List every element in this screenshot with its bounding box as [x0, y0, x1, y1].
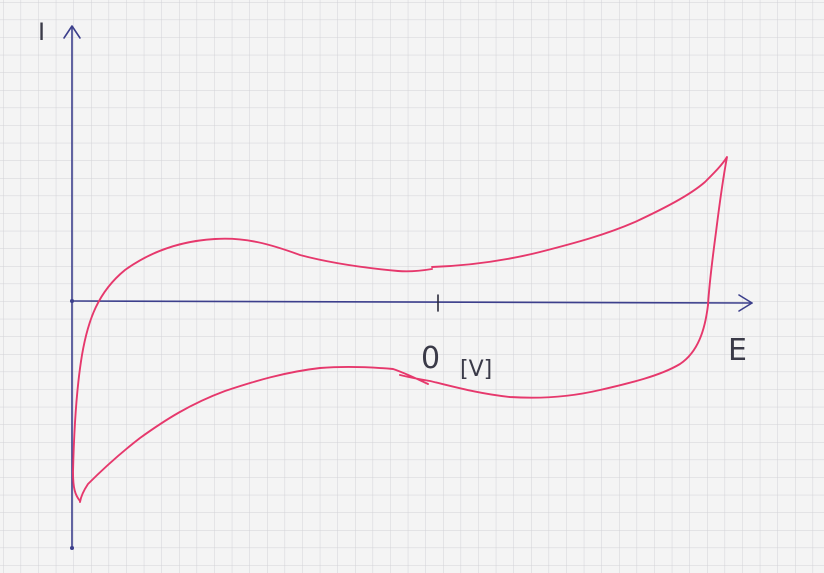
cathodic-sweep-curve	[79, 304, 709, 503]
potential-axis-line	[71, 300, 753, 304]
current-axis-end-dot	[70, 546, 74, 550]
current-axis	[63, 25, 81, 550]
anodic-sweep-curve	[72, 156, 728, 502]
potential-axis-label: E	[728, 333, 747, 368]
unit-label: [V]	[460, 357, 492, 382]
origin-tick-label: 0	[421, 341, 440, 376]
potential-axis	[70, 294, 753, 312]
voltammogram	[72, 156, 728, 503]
current-axis-arrow-icon	[63, 25, 81, 39]
potential-axis-arrow-icon	[738, 294, 753, 312]
current-axis-label: I	[38, 18, 45, 46]
origin-dot	[70, 299, 74, 303]
